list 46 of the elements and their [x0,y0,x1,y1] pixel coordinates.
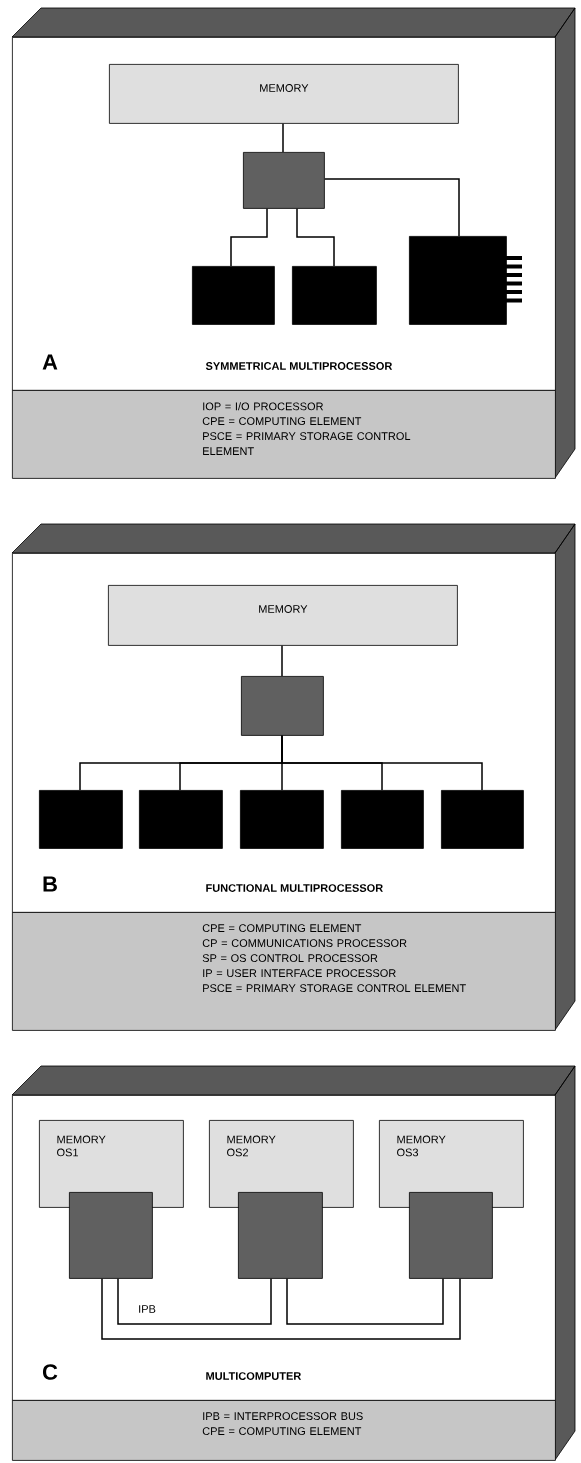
legend-entry: SP = OS CONTROL PROCESSOR [202,954,378,962]
memory-label: MEMORY OS1 [57,1135,106,1157]
edge-label: IPB [139,1305,156,1313]
memory-label: MEMORY [260,84,309,92]
panel-title: MULTICOMPUTER [206,1372,302,1380]
processor-box [292,266,377,325]
computing-element-box [69,1192,153,1279]
legend-entry: PSCE = PRIMARY STORAGE CONTROL ELEMENT [203,432,411,455]
storage-control-box [241,676,324,736]
processor-box [192,266,275,325]
connector-line [230,208,268,267]
legend-entry: IOP = I/O PROCESSOR [203,402,323,411]
connector-line [296,208,335,267]
panel-letter: A [42,354,58,370]
connector-line [281,645,283,677]
processor-box [441,790,524,849]
legend-entry: CPE = COMPUTING ELEMENT [202,417,362,425]
legend-entry: CP = COMMUNICATIONS PROCESSOR [202,939,407,947]
legend-entry: IP = USER INTERFACE PROCESSOR [203,969,396,977]
legend-entry: IPB = INTERPROCESSOR BUS [203,1412,363,1420]
connector-line [324,178,460,237]
connector-line [281,735,483,791]
computing-element-box [409,1192,493,1279]
processor-box [341,790,424,849]
memory-box [109,64,459,124]
legend-entry: CPE = COMPUTING ELEMENT [202,924,362,932]
legend-entry: PSCE = PRIMARY STORAGE CONTROL ELEMENT [203,984,466,992]
connector-line [117,1278,272,1325]
computing-element-box [238,1192,323,1279]
panel-letter: C [42,1364,58,1380]
memory-label: MEMORY OS3 [397,1135,446,1157]
storage-control-box [243,152,325,209]
legend-entry: CPE = COMPUTING ELEMENT [202,1427,362,1435]
panel-title: SYMMETRICAL MULTIPROCESSOR [205,362,393,370]
memory-label: MEMORY OS2 [227,1135,276,1157]
memory-box [108,585,458,646]
processor-box [39,790,123,849]
memory-label: MEMORY [259,605,308,613]
connector-line [282,123,284,153]
processor-box [240,790,324,849]
processor-box [139,790,223,849]
connector-line [101,1278,461,1340]
io-processor-box [409,236,522,325]
connector-line [286,1278,444,1325]
panel-title: FUNCTIONAL MULTIPROCESSOR [206,884,383,892]
panel-letter: B [43,876,57,892]
